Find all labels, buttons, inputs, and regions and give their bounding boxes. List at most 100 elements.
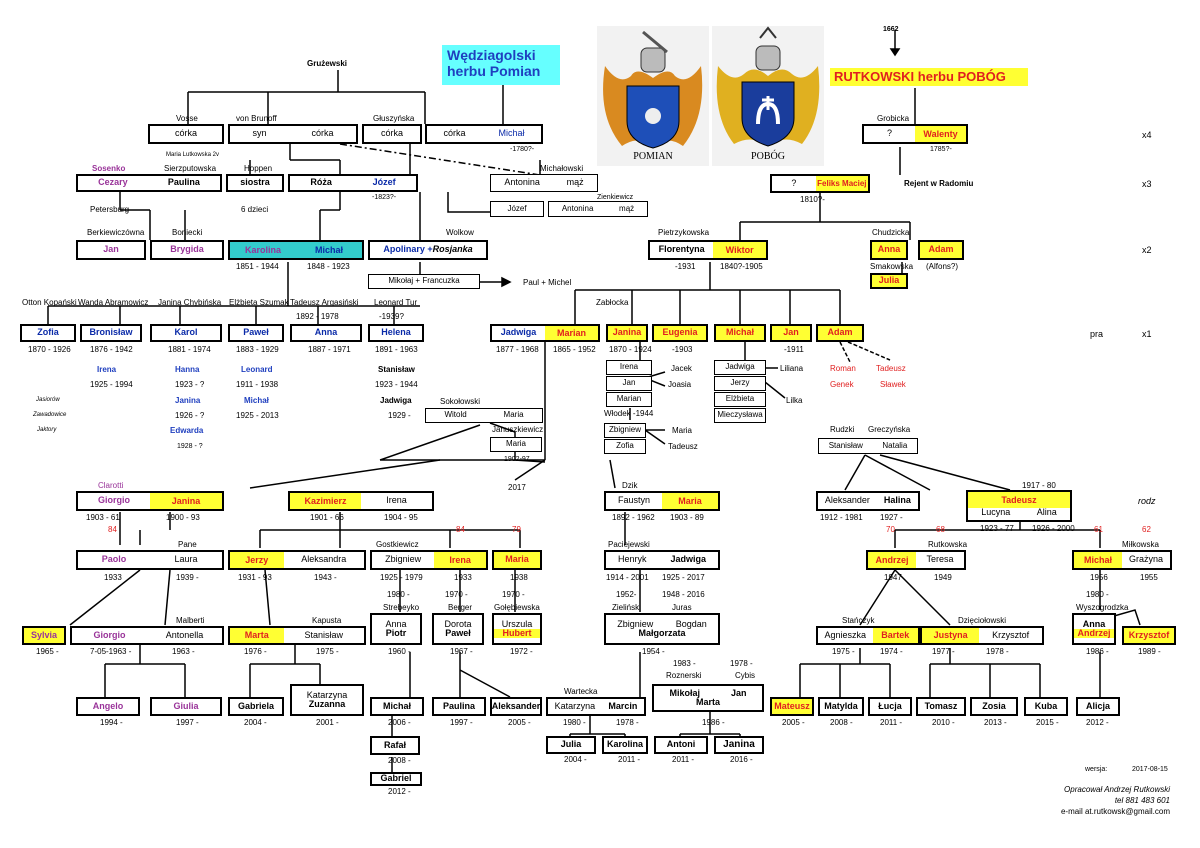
family-marta-stanislaw[interactable]: Marta Stanisław: [228, 626, 366, 645]
family-feliks[interactable]: ? Feliks Maciej: [770, 174, 870, 193]
person-jerzy-l[interactable]: Jerzy: [714, 376, 766, 391]
person-julia-m[interactable]: Julia: [546, 736, 596, 754]
person-zofia-l[interactable]: Zofia: [604, 439, 646, 454]
person-helena[interactable]: Helena: [368, 324, 424, 342]
family-michal-grazyna[interactable]: Michał Grażyna: [1072, 550, 1172, 570]
person-rafal[interactable]: Rafał: [370, 736, 420, 755]
person-sylvia[interactable]: Sylvia: [22, 626, 66, 645]
family-apolinary[interactable]: Apolinary + Rosjanka: [368, 240, 488, 260]
family-jerzy-aleksandra[interactable]: Jerzy Aleksandra: [228, 550, 366, 570]
family-kazimierz-irena[interactable]: Kazimierz Irena: [288, 491, 434, 511]
person-janina-c2[interactable]: Janina: [714, 736, 764, 754]
family-walenty[interactable]: ? Walenty: [862, 124, 968, 144]
person-anna-p[interactable]: Anna: [290, 324, 362, 342]
family-paolo-laura[interactable]: Paolo Laura: [76, 550, 224, 570]
label-elzbieta-sz: Elżbieta Szumak: [229, 298, 289, 307]
person-krzysztof-m[interactable]: Krzysztof: [1122, 626, 1176, 645]
person-zosia[interactable]: Zosia: [970, 697, 1018, 716]
family-jadwiga-marian[interactable]: Jadwiga Marian: [490, 324, 600, 342]
person-mateusz[interactable]: Mateusz: [770, 697, 814, 716]
num-68: 68: [936, 525, 945, 534]
family-zbigniew-irena[interactable]: Zbigniew Irena: [370, 550, 488, 570]
person-pawel[interactable]: Paweł: [228, 324, 284, 342]
person-karolina-m[interactable]: Karolina: [602, 736, 648, 754]
family-aleksander-halina[interactable]: Aleksander Halina: [816, 491, 920, 511]
person-lucja[interactable]: Łucja: [868, 697, 912, 716]
person-siostra[interactable]: siostra: [226, 174, 284, 192]
name: Tomasz: [924, 700, 958, 711]
person-aleksander-u[interactable]: Aleksander: [490, 697, 542, 716]
person-corka-vosse[interactable]: córka: [148, 124, 224, 144]
person-irena-l[interactable]: Irena: [606, 360, 652, 375]
family-andrzej-teresa[interactable]: Andrzej Teresa: [866, 550, 966, 570]
person-julia-c[interactable]: Julia: [870, 273, 908, 289]
name: Giorgio: [98, 495, 130, 506]
person-karol[interactable]: Karol: [150, 324, 222, 342]
person-maria-j[interactable]: Maria: [490, 437, 542, 452]
person-paulina-b[interactable]: Paulina: [432, 697, 486, 716]
person-antoni[interactable]: Antoni: [654, 736, 708, 754]
person-jan-b[interactable]: Jan: [76, 240, 146, 260]
person-giulia[interactable]: Giulia: [150, 697, 222, 716]
person-zofia[interactable]: Zofia: [20, 324, 76, 342]
person-matylda[interactable]: Matylda: [818, 697, 864, 716]
person-jan-r[interactable]: Jan: [770, 324, 812, 342]
person-jozef-m[interactable]: Józef: [490, 201, 544, 217]
name: Helena: [381, 327, 411, 338]
person-gabriel[interactable]: Gabriel: [370, 772, 422, 786]
person-tomasz[interactable]: Tomasz: [916, 697, 966, 716]
person-angelo[interactable]: Angelo: [76, 697, 140, 716]
family-giorgio-janina[interactable]: Giorgio Janina: [76, 491, 224, 511]
person-jan-l[interactable]: Jan: [606, 376, 652, 391]
person-corka-gluszynska[interactable]: córka: [362, 124, 422, 144]
person-brygida[interactable]: Brygida: [150, 240, 224, 260]
person-michal-r[interactable]: Michał: [714, 324, 766, 342]
person-michal-s[interactable]: Michał: [370, 697, 424, 716]
person-alicja[interactable]: Alicja: [1076, 697, 1120, 716]
family-agnieszka-bartek[interactable]: Agnieszka Bartek: [816, 626, 920, 645]
family-mikolaj[interactable]: Mikołaj + Francuzka: [368, 274, 480, 289]
person-anna-c[interactable]: Anna: [870, 240, 908, 260]
person-gabriela[interactable]: Gabriela: [228, 697, 284, 716]
person-eugenia[interactable]: Eugenia: [652, 324, 708, 342]
person-janina-r[interactable]: Janina: [606, 324, 648, 342]
family-justyna-krzysztof[interactable]: Justyna Krzysztof: [920, 626, 1044, 645]
person-zbigniew-l[interactable]: Zbigniew: [604, 423, 646, 438]
gen-x3: x3: [1142, 179, 1152, 189]
person-adam-r[interactable]: Adam: [816, 324, 864, 342]
name: Feliks Maciej: [815, 176, 868, 191]
date-1980c: 1980 -: [563, 718, 586, 727]
family-faustyn-maria[interactable]: Faustyn Maria: [604, 491, 720, 511]
person-elzbieta-l[interactable]: Elżbieta: [714, 392, 766, 407]
person-kuba[interactable]: Kuba: [1024, 697, 1068, 716]
person-jadwiga-l[interactable]: Jadwiga: [714, 360, 766, 375]
label-strebeyko: Strebeyko: [383, 603, 420, 612]
person-adam-c[interactable]: Adam: [918, 240, 964, 260]
family-florentyna-wiktor[interactable]: Florentyna Wiktor: [648, 240, 768, 260]
person-mieczyslawa[interactable]: Mieczysława: [714, 408, 766, 423]
family-giorgio-antonella[interactable]: Giorgio Antonella: [70, 626, 224, 645]
name: Michał: [296, 242, 362, 258]
person-marian-l[interactable]: Marian: [606, 392, 652, 407]
person-bronislaw[interactable]: Bronisław: [80, 324, 142, 342]
family-karolina-michal[interactable]: Karolina Michał: [228, 240, 364, 260]
person-maria-g[interactable]: Maria: [492, 550, 542, 570]
